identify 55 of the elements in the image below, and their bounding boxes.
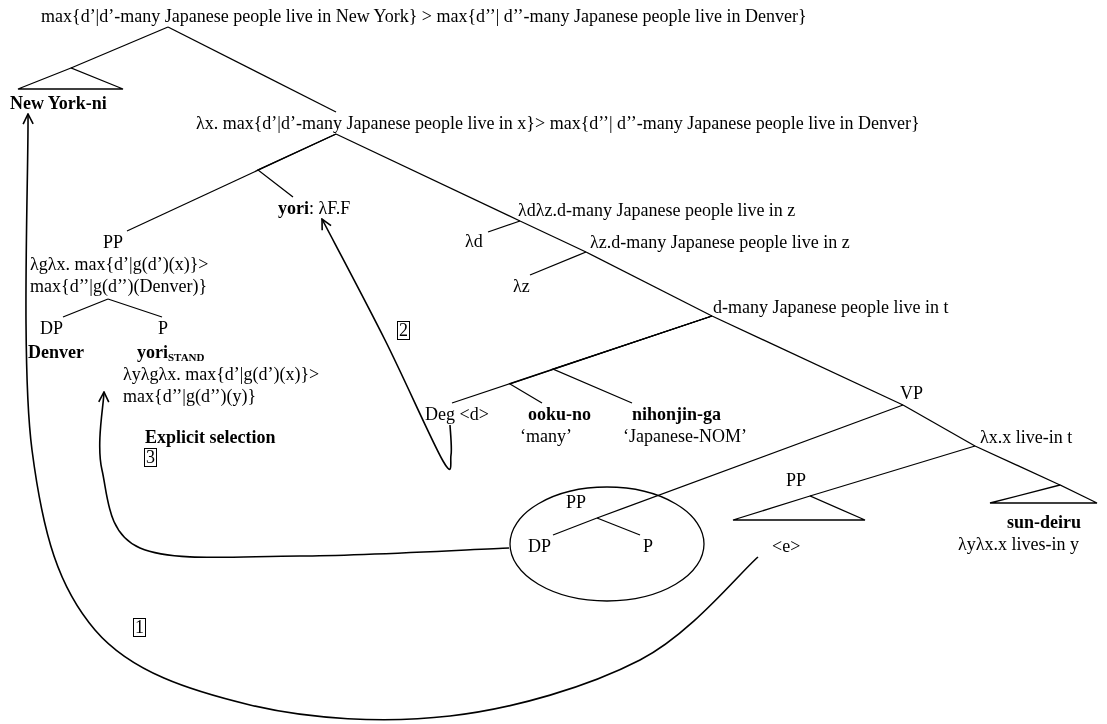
tree-branch	[552, 517, 598, 536]
node-annotation: λyλgλx. max{d’|g(d’)(x)}> max{d’’|g(d’’)(y)}	[123, 363, 321, 407]
tree-node-label: P	[158, 317, 168, 339]
tree-branch	[551, 315, 713, 404]
callout-number: 2	[397, 321, 410, 340]
tree-node-label: λdλz.d-many Japanese people live in z	[518, 199, 796, 221]
node-annotation: ‘Japanese-NOM’	[623, 425, 747, 447]
tree-node-label: PP	[566, 491, 587, 513]
tree-branch	[809, 445, 976, 497]
callout-number: 1	[133, 618, 146, 637]
tree-node-label: New York-ni	[10, 92, 107, 114]
tree-branch	[974, 445, 1061, 486]
tree-node-label: VP	[900, 382, 923, 404]
movement-arrow	[97, 391, 510, 559]
tree-node-label: nihonjin-ga	[632, 403, 722, 425]
tree-branch	[529, 251, 587, 276]
tree-branch	[711, 315, 904, 406]
tree-branch	[62, 298, 109, 318]
tree-node-label: PP	[103, 231, 124, 253]
tree-branch	[335, 133, 521, 222]
tree-node-label: yori: λF.F	[278, 197, 351, 219]
callout-number: 3	[144, 448, 157, 467]
tree-node-label: λx. max{d’|d’-many Japanese people live in x}> max{d’’| d’’-many Japanese people live in Denver}	[196, 112, 920, 134]
tree-node-label: λz	[513, 275, 530, 297]
node-annotation: λgλx. max{d’|g(d’)(x)}> max{d’’|g(d’’)(Denver)}	[30, 253, 210, 297]
tree-branch	[107, 298, 163, 318]
tree-branch	[167, 26, 337, 113]
tree-node-label: ooku-no	[528, 403, 592, 425]
tree-branch	[585, 251, 713, 317]
tree-node-label: λx.x live-in t	[980, 426, 1073, 448]
tree-node-label: DP	[40, 317, 63, 339]
tree-node-label: Deg <d>	[425, 403, 489, 425]
tree-branch	[70, 26, 169, 69]
tree-branch	[596, 404, 904, 519]
tree-node-label: d-many Japanese people live in t	[713, 296, 949, 318]
tree-branch	[596, 517, 641, 536]
node-annotation: <e>	[772, 535, 801, 557]
node-annotation: Denver	[28, 341, 84, 363]
tree-branch	[519, 220, 587, 253]
tree-node-label: DP	[528, 535, 551, 557]
annotation-label: Explicit selection	[145, 426, 276, 448]
movement-arrow	[321, 218, 453, 471]
node-annotation: λyλx.x lives-in y	[958, 533, 1079, 555]
tree-node-label: P	[643, 535, 653, 557]
tree-branch	[256, 133, 337, 198]
movement-arrow	[22, 113, 759, 721]
tree-branch	[902, 404, 976, 447]
tree-branch	[487, 220, 521, 233]
tree-node-label: λz.d-many Japanese people live in z	[590, 231, 850, 253]
node-annotation: yori$_{STAND}$	[137, 341, 205, 363]
tree-node-label: λd	[465, 230, 483, 252]
tree-node-label: PP	[786, 469, 807, 491]
tree-node-label: sun-deiru	[1007, 511, 1082, 533]
node-annotation: ‘many’	[520, 425, 572, 447]
tree-node-label: max{d’|d’-many Japanese people live in New York} > max{d’’| d’’-many Japanese people live in Denver}	[41, 5, 807, 27]
